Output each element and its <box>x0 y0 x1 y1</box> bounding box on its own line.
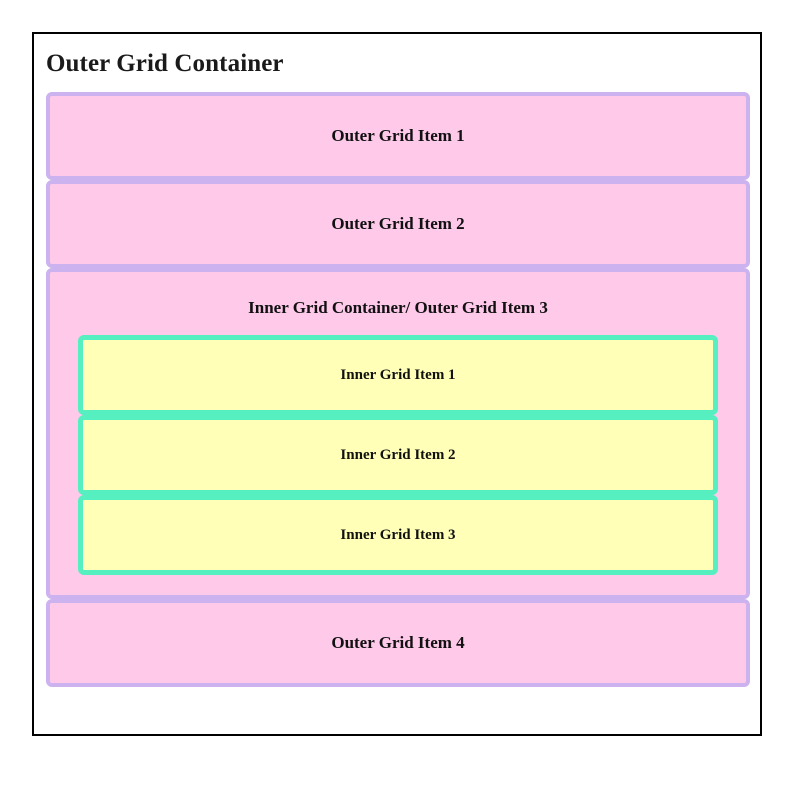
outer-grid-item-3-inner-grid-container[interactable]: Inner Grid Container/ Outer Grid Item 3 … <box>46 267 750 600</box>
outer-grid-item-2-label: Outer Grid Item 2 <box>331 213 465 233</box>
outer-grid-item-1[interactable]: Outer Grid Item 1 <box>46 91 750 180</box>
inner-grid-item-2[interactable]: Inner Grid Item 2 <box>78 415 718 496</box>
inner-grid: Inner Grid Item 1 Inner Grid Item 2 Inne… <box>78 335 718 576</box>
inner-grid-item-1[interactable]: Inner Grid Item 1 <box>78 335 718 416</box>
outer-grid-container-frame: Outer Grid Container Outer Grid Item 1 O… <box>32 32 762 736</box>
outer-grid: Outer Grid Item 1 Outer Grid Item 2 Inne… <box>46 91 750 688</box>
outer-grid-item-1-label: Outer Grid Item 1 <box>331 125 465 145</box>
outer-grid-item-4-label: Outer Grid Item 4 <box>331 633 465 653</box>
page-title: Outer Grid Container <box>46 50 284 77</box>
inner-grid-item-3[interactable]: Inner Grid Item 3 <box>78 495 718 576</box>
inner-grid-item-3-label: Inner Grid Item 3 <box>340 526 456 543</box>
inner-grid-item-2-label: Inner Grid Item 2 <box>340 446 456 463</box>
outer-grid-item-4[interactable]: Outer Grid Item 4 <box>46 599 750 688</box>
inner-grid-container-title: Inner Grid Container/ Outer Grid Item 3 <box>248 297 548 317</box>
outer-grid-item-2[interactable]: Outer Grid Item 2 <box>46 179 750 268</box>
inner-grid-item-1-label: Inner Grid Item 1 <box>340 366 456 383</box>
